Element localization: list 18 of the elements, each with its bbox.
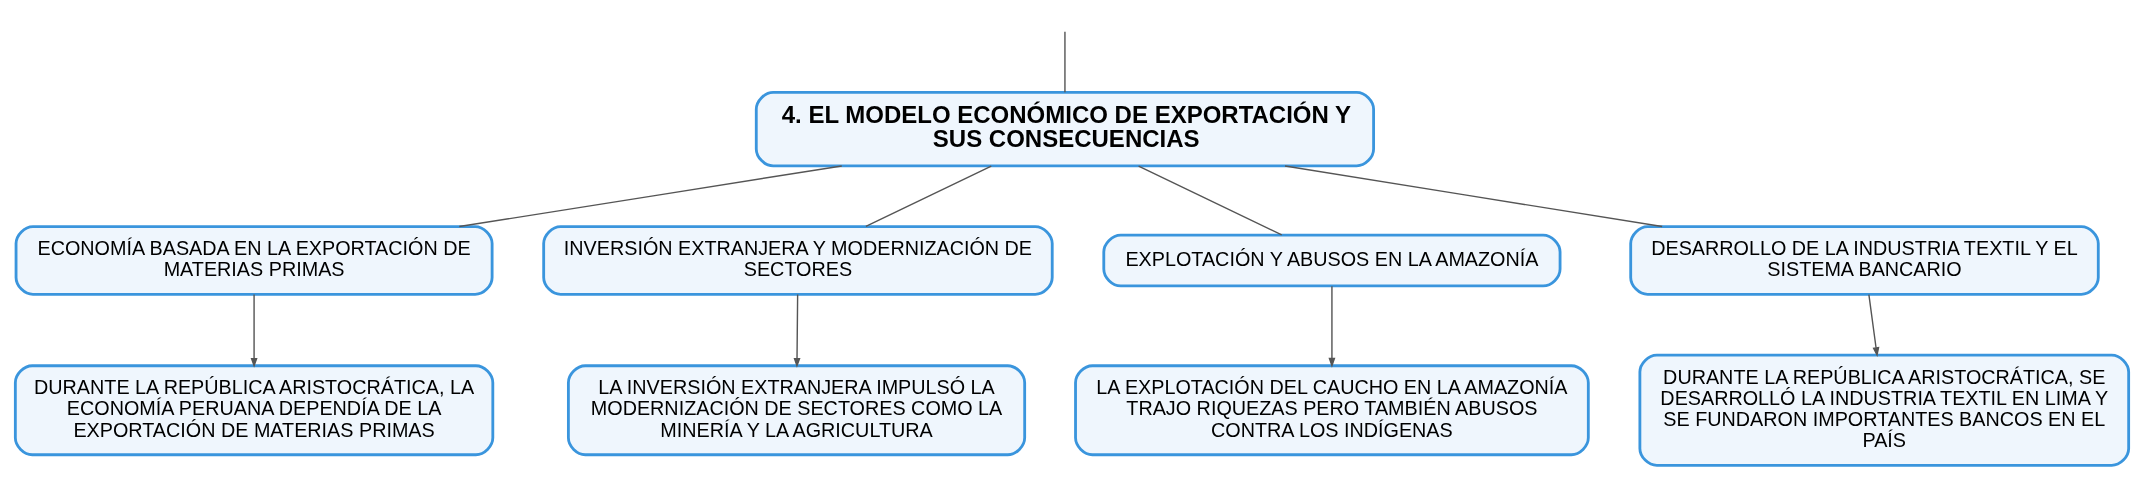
connector: [1137, 164, 1283, 236]
connector: [458, 164, 843, 227]
arrow: [250, 293, 258, 368]
node-box: DESARROLLO DE LA INDUSTRIA TEXTIL Y EL SISTEMA BANCARIO: [1629, 224, 2100, 296]
arrow: [793, 293, 801, 368]
arrow: [1328, 284, 1336, 368]
connector: [865, 164, 992, 227]
connector: [1064, 30, 1066, 93]
node-box: DURANTE LA REPÚBLICA ARISTOCRÁTICA, LA ECONOMÍA PERUANA DEPENDÍA DE LA EXPORTACIÓN DE MATERIAS PRIMAS: [13, 363, 495, 456]
node-box: ECONOMÍA BASADA EN LA EXPORTACIÓN DE MATERIAS PRIMAS: [14, 224, 494, 296]
node-box: INVERSIÓN EXTRANJERA Y MODERNIZACIÓN DE SECTORES: [542, 224, 1054, 296]
node-box: EXPLOTACIÓN Y ABUSOS EN LA AMAZONÍA: [1102, 233, 1562, 287]
arrow: [1868, 293, 1880, 357]
connector: [1284, 164, 1663, 227]
node-box: 4. EL MODELO ECONÓMICO DE EXPORTACIÓN Y SUS CONSECUENCIAS: [754, 90, 1375, 167]
node-box: LA EXPLOTACIÓN DEL CAUCHO EN LA AMAZONÍA TRAJO RIQUEZAS PERO TAMBIÉN ABUSOS CONTRA LOS INDÍGENAS: [1074, 363, 1590, 456]
node-box: DURANTE LA REPÚBLICA ARISTOCRÁTICA, SE DESARROLLÓ LA INDUSTRIA TEXTIL EN LIMA Y SE FUNDARON IMPORTANTES BANCOS EN EL PAÍS: [1638, 353, 2131, 467]
node-box: LA INVERSIÓN EXTRANJERA IMPULSÓ LA MODERNIZACIÓN DE SECTORES COMO LA MINERÍA Y LA AGRICULTURA: [566, 363, 1027, 456]
